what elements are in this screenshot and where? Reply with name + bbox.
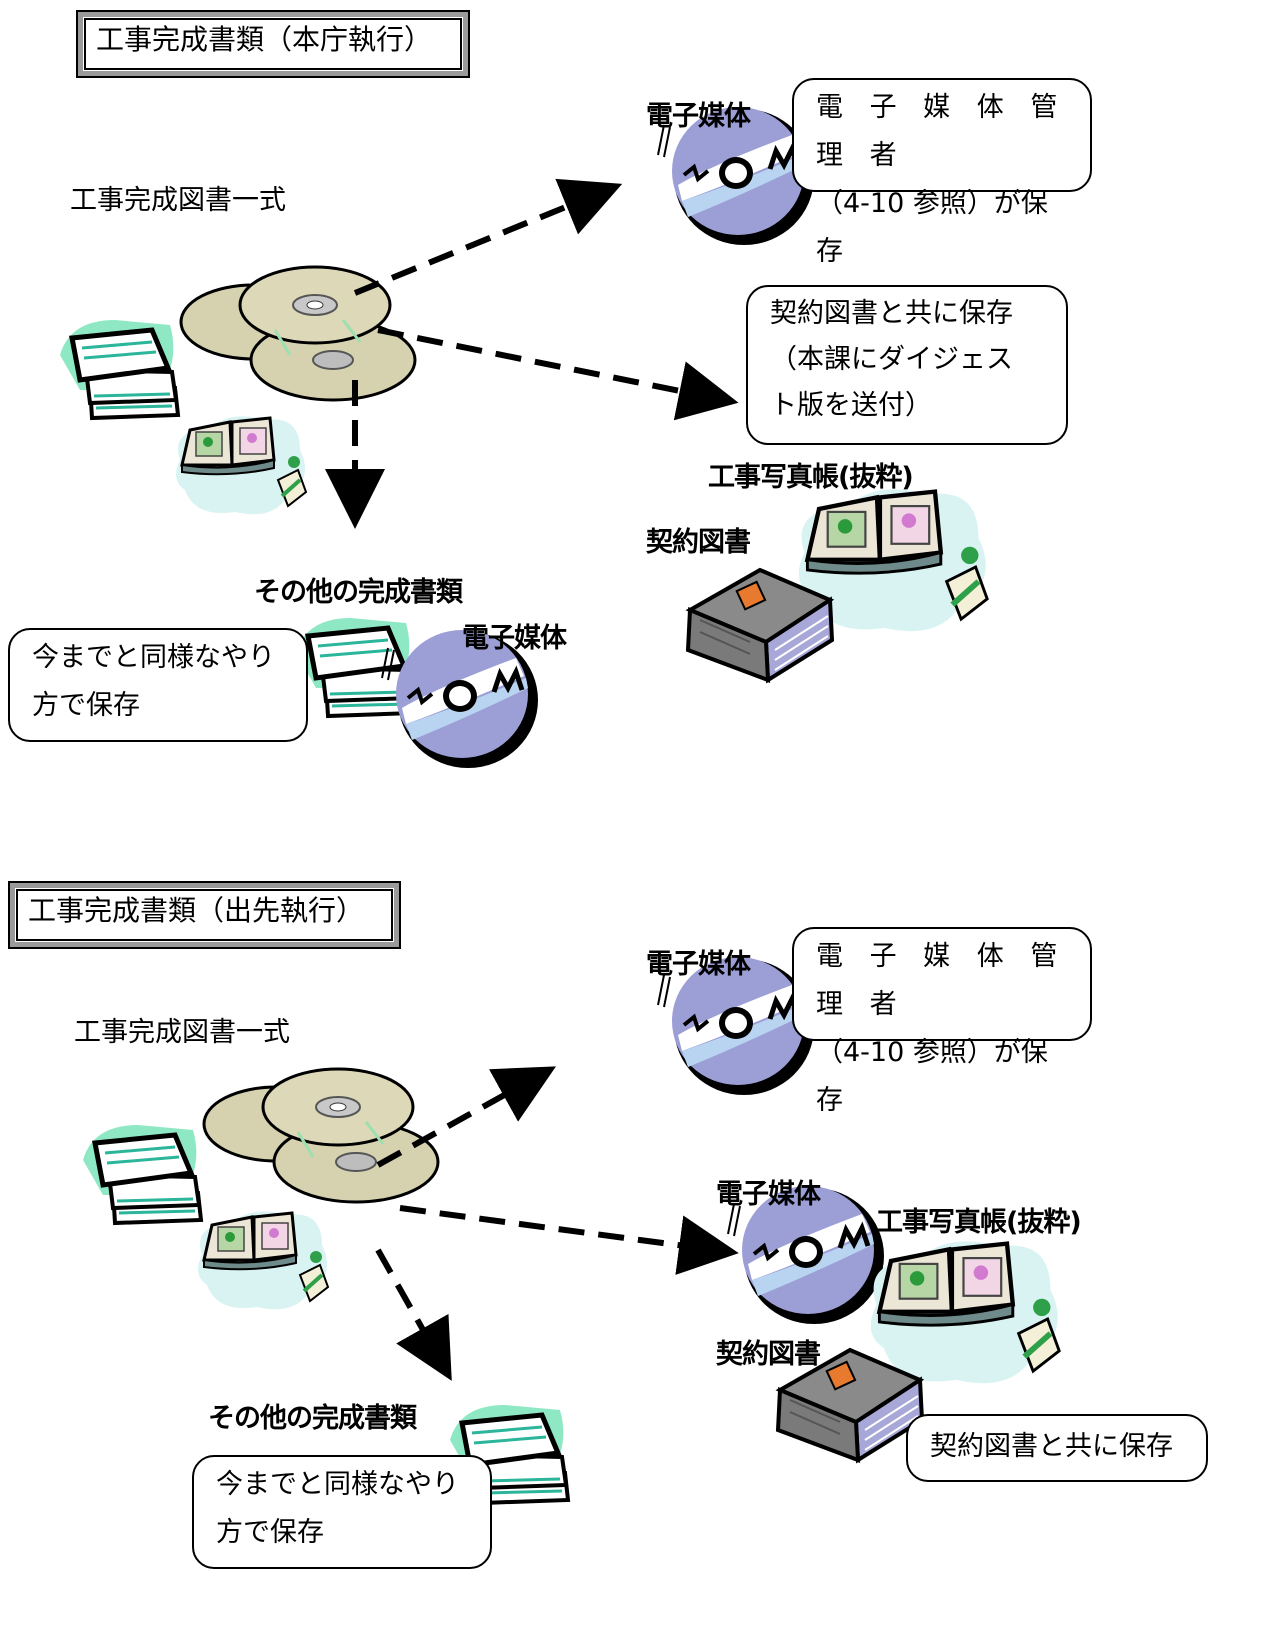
section1-other-label: その他の完成書類 — [254, 577, 463, 608]
section2-contract-note: 契約図書と共に保存 — [906, 1414, 1208, 1482]
cd-stack-icon — [202, 1067, 440, 1204]
document-stack-icon — [296, 618, 414, 716]
section1-media-label: 電子媒体 — [646, 101, 751, 132]
section2-media-note: 電 子 媒 体 管 理 者 （4-10 参照）が保存 — [792, 927, 1092, 1116]
section1-media-note: 電 子 媒 体 管 理 者 （4-10 参照）が保存 — [792, 78, 1092, 267]
arrow-to-media — [376, 1066, 556, 1168]
arrow-to-contract — [399, 1205, 739, 1275]
arrow-to-media — [353, 178, 623, 296]
section1-other-media-label: 電子媒体 — [462, 623, 567, 654]
cd-stack-icon — [179, 265, 417, 402]
section2-media2-label: 電子媒体 — [716, 1179, 821, 1210]
document-stack-icon — [60, 320, 178, 418]
section2-media-label: 電子媒体 — [646, 949, 751, 980]
document-stack-icon — [83, 1125, 201, 1223]
open-book-icon — [196, 1209, 330, 1312]
arrow-to-contract — [377, 327, 739, 421]
arrow-to-other — [375, 1248, 452, 1381]
section2-other-label: その他の完成書類 — [208, 1403, 417, 1434]
section2-photo-label: 工事写真帳(抜粋) — [876, 1207, 1082, 1238]
section1-photo-label: 工事写真帳(抜粋) — [708, 462, 914, 493]
open-book-icon — [174, 414, 308, 517]
section2-other-note: 今までと同様なやり 方で保存 — [192, 1455, 492, 1569]
section2-title: 工事完成書類（出先執行） — [8, 881, 401, 949]
section1-contract-label: 契約図書 — [646, 527, 751, 558]
section2-source-label: 工事完成図書一式 — [74, 1017, 290, 1048]
open-book-icon — [871, 1241, 1059, 1383]
section2-contract-label: 契約図書 — [716, 1339, 821, 1370]
section1-other-note: 今までと同様なやり 方で保存 — [8, 628, 308, 742]
section1-title: 工事完成書類（本庁執行） — [76, 10, 470, 78]
section1-source-label: 工事完成図書一式 — [70, 185, 286, 216]
section1-contract-note: 契約図書と共に保存 （本課にダイジェス ト版を送付） — [746, 285, 1068, 445]
